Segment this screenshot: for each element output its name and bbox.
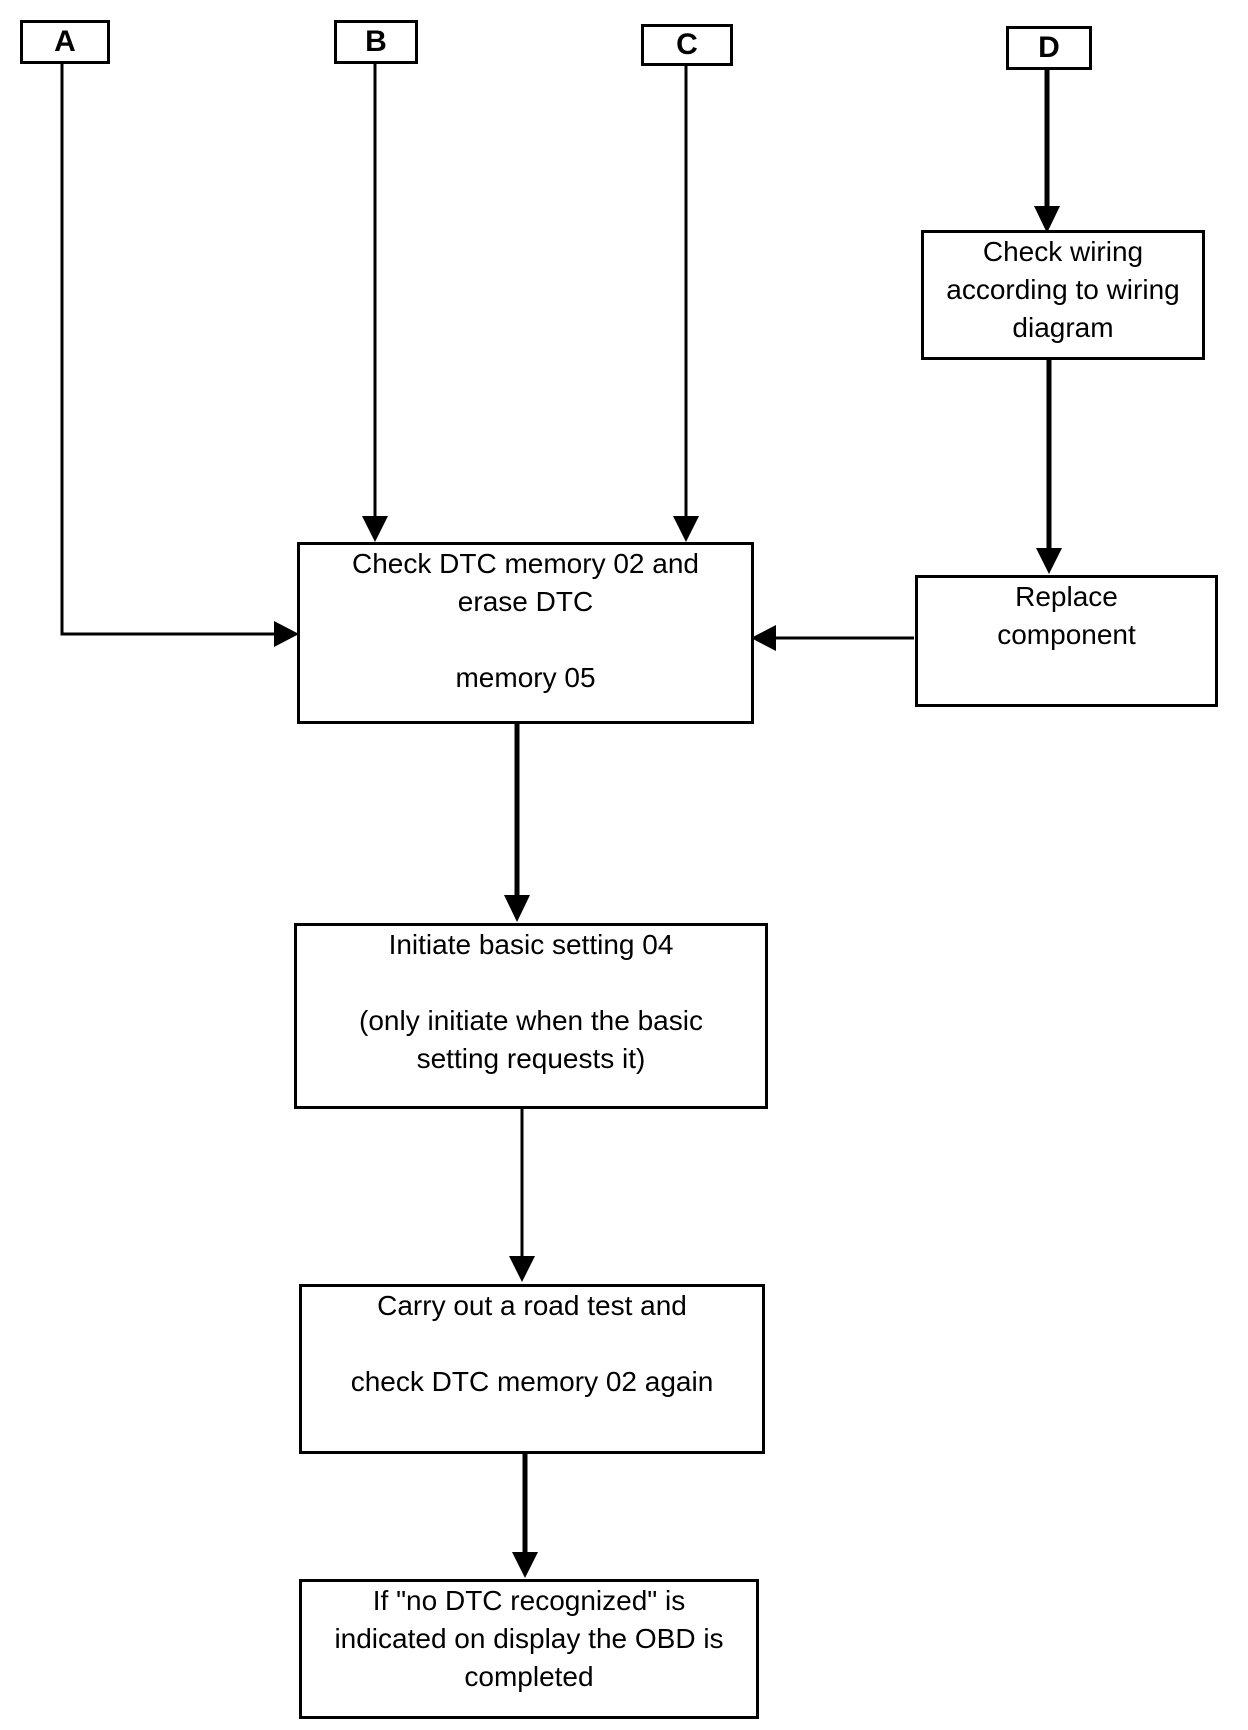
arrowhead-basic-setting-to-road-test	[509, 1256, 535, 1282]
arrowhead-check-dtc-to-basic-setting	[504, 895, 530, 922]
connector-a-to-check-dtc	[60, 62, 277, 636]
entry-label-d: D	[1006, 26, 1092, 70]
step-check-wiring-text: Check wiring according to wiring diagram	[946, 236, 1180, 343]
step-check-dtc-memory: Check DTC memory 02 and erase DTC memory…	[297, 542, 754, 724]
arrowhead-road-test-to-obd	[512, 1552, 538, 1578]
step-obd-completed-text: If "no DTC recognized" is indicated on d…	[334, 1585, 724, 1692]
step-road-test: Carry out a road test and check DTC memo…	[299, 1284, 765, 1454]
arrowhead-a	[274, 621, 299, 647]
entry-label-b: B	[334, 20, 418, 64]
entry-label-c-text: C	[676, 28, 698, 61]
step-road-test-text: Carry out a road test and check DTC memo…	[350, 1290, 714, 1397]
entry-label-c: C	[641, 24, 733, 66]
step-check-dtc-memory-text: Check DTC memory 02 and erase DTC memory…	[351, 548, 699, 693]
step-initiate-basic-setting: Initiate basic setting 04 (only initiate…	[294, 923, 768, 1109]
arrowhead-c	[673, 516, 699, 542]
arrowhead-check-wiring-to-replace	[1036, 548, 1062, 574]
entry-label-d-text: D	[1038, 31, 1060, 64]
arrowhead-replace-to-check-dtc	[751, 625, 776, 651]
step-initiate-basic-setting-text: Initiate basic setting 04 (only initiate…	[359, 929, 703, 1074]
arrowhead-b	[362, 516, 388, 542]
step-replace-component-text: Replace component	[997, 581, 1136, 650]
entry-label-b-text: B	[365, 25, 387, 58]
arrowhead-d	[1034, 206, 1060, 233]
entry-label-a-text: A	[54, 25, 76, 58]
step-check-wiring: Check wiring according to wiring diagram	[921, 230, 1205, 360]
step-replace-component: Replace component	[915, 575, 1218, 707]
step-obd-completed: If "no DTC recognized" is indicated on d…	[299, 1579, 759, 1719]
entry-label-a: A	[20, 20, 110, 64]
